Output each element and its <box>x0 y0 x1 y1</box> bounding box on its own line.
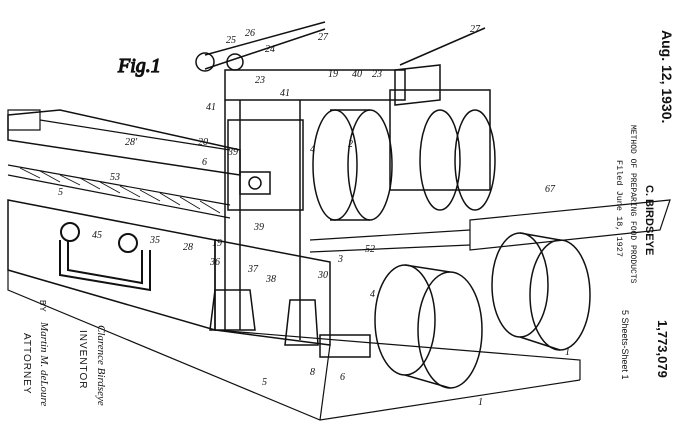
reference-numeral: 35 <box>149 235 160 246</box>
reference-numeral: 23 <box>255 75 265 86</box>
reference-numeral: 2 <box>348 139 353 150</box>
reference-numeral: 38 <box>265 274 276 285</box>
filed-date: Filed June 18, 1927 <box>614 160 624 257</box>
reference-numeral: 4 <box>310 144 315 155</box>
reference-numeral: 5 <box>262 377 267 388</box>
belt-67 <box>309 199 671 253</box>
patent-title: METHOD OF PREPARING FOOD PRODUCTS <box>628 125 637 284</box>
reference-numeral: 27 <box>470 24 481 35</box>
reference-numeral: 8 <box>310 367 315 378</box>
reference-numeral: 23 <box>372 69 382 80</box>
reference-numeral: 37 <box>247 264 259 275</box>
drive-levers <box>195 21 486 72</box>
inventor-label: INVENTOR <box>77 330 88 390</box>
reference-numeral: 41 <box>280 88 290 99</box>
reference-numeral: 26 <box>245 28 255 39</box>
reference-numeral: 28 <box>183 242 193 253</box>
inventor-name: C. BIRDSEYE <box>643 185 655 256</box>
reference-numeral: 39 <box>227 147 238 158</box>
reference-numeral: 40 <box>352 69 362 80</box>
reference-numeral: 1 <box>478 397 483 408</box>
reference-numeral: 25 <box>226 35 236 46</box>
reference-numerals: 26 27 25 24 27 23 19 40 23 41 41 28' 20 … <box>58 24 570 408</box>
reference-numeral: 6 <box>202 157 207 168</box>
rollers <box>312 109 591 389</box>
reference-numeral: 36 <box>209 257 220 268</box>
figure-label: Fig.1 <box>117 55 161 77</box>
patent-number: 1,773,079 <box>655 320 670 378</box>
attorney-signature: Martin M. deLoure <box>38 322 50 407</box>
reference-numeral: 30 <box>317 270 328 281</box>
reference-numeral: 39 <box>253 222 264 233</box>
reference-numeral: 6 <box>340 372 345 383</box>
reference-numeral: 20 <box>198 137 208 148</box>
patent-date: Aug. 12, 1930. <box>659 30 675 124</box>
reference-numeral: 52 <box>365 244 375 255</box>
reference-numeral: 1 <box>565 347 570 358</box>
sheet-count: 5 Sheets-Sheet 1 <box>620 310 630 380</box>
by-label: BY <box>38 300 47 313</box>
reference-numeral: 3 <box>337 254 343 265</box>
reference-numeral: 28' <box>125 137 138 148</box>
frame <box>209 64 491 346</box>
attorney-label: ATTORNEY <box>21 333 32 395</box>
reference-numeral: 4 <box>370 289 375 300</box>
reference-numeral: 24 <box>265 44 275 55</box>
reference-numeral: 19 <box>212 238 222 249</box>
reference-numeral: 41 <box>206 102 216 113</box>
reference-numeral: 19 <box>328 69 338 80</box>
reference-numeral: 67 <box>545 184 556 195</box>
reference-numeral: 45 <box>92 230 102 241</box>
reference-numeral: 5 <box>58 187 63 198</box>
inventor-signature: Clarence Birdseye <box>95 325 107 406</box>
pipe-assembly <box>59 222 151 292</box>
reference-numeral: 27 <box>318 32 329 43</box>
reference-numeral: 53 <box>110 172 120 183</box>
